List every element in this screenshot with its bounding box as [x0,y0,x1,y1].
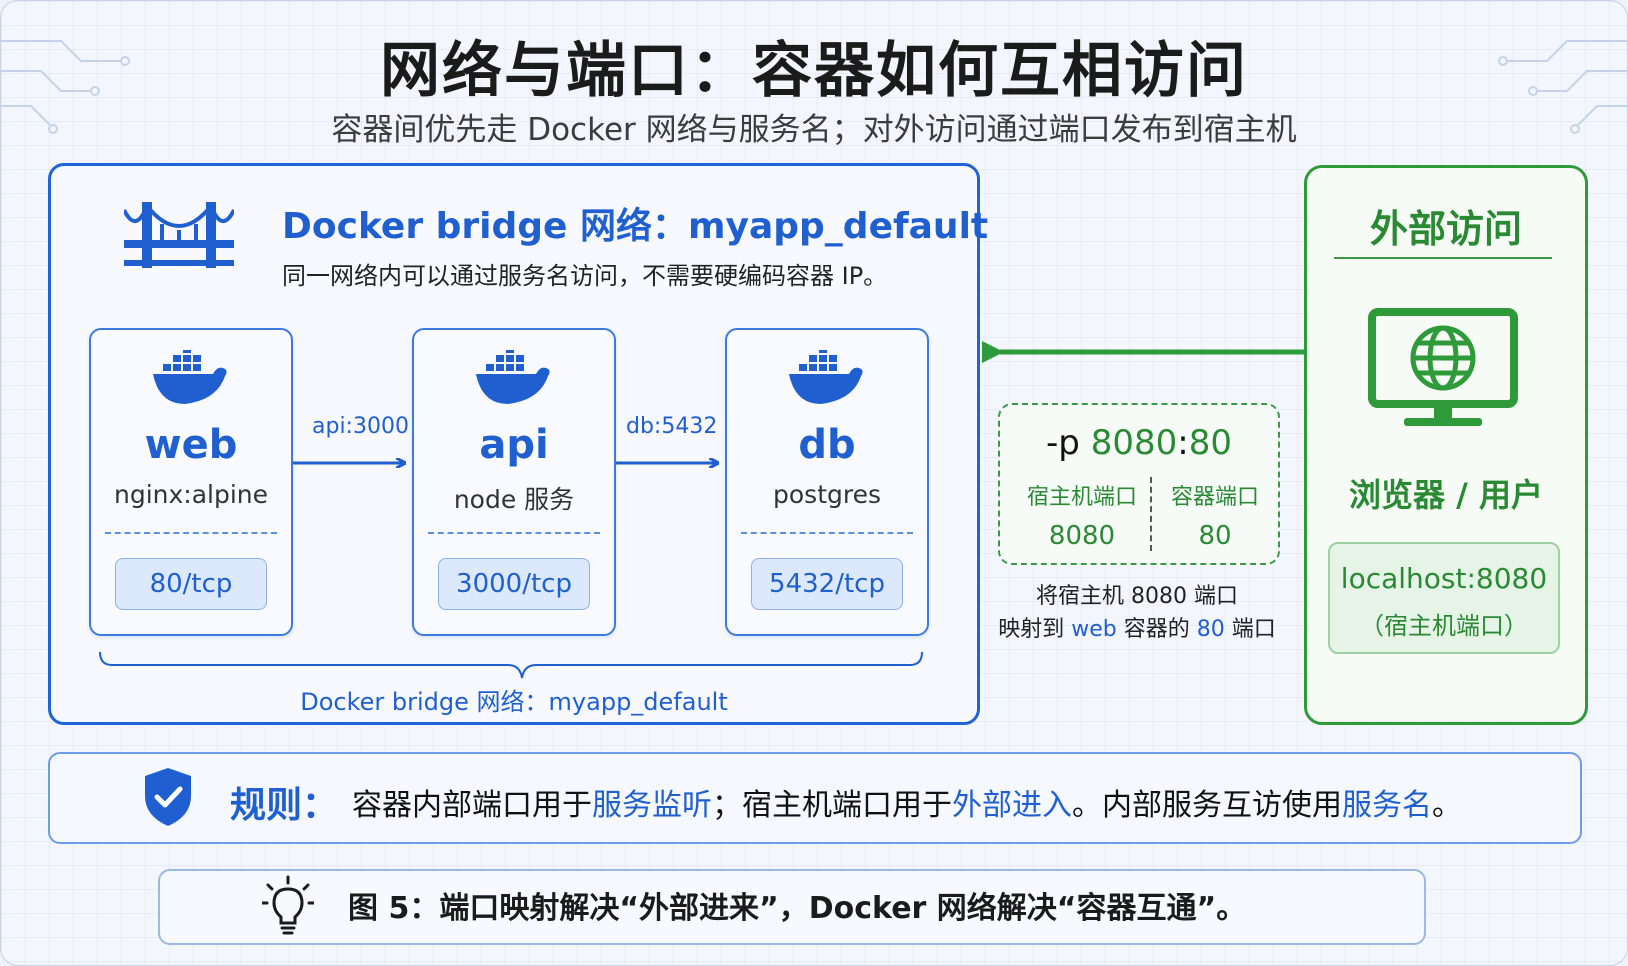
page-subtitle: 容器间优先走 Docker 网络与服务名；对外访问通过端口发布到宿主机 [331,112,1297,148]
external-user-label: 浏览器 / 用户 [1349,476,1543,514]
container-name: db [798,422,856,468]
port-flag-container: 80 [1188,423,1232,463]
external-address: localhost:8080 [1340,562,1548,595]
port-mapping-box: -p 8080:80 宿主机端口 8080 容器端口 80 [998,403,1280,565]
note-text: 容器的 [1116,617,1197,642]
external-title: 外部访问 [1369,207,1522,251]
mapping-note-line2: 映射到 web 容器的 80 端口 [984,611,1290,643]
network-brace-label: Docker bridge 网络：myapp_default [300,688,728,716]
network-title: Docker bridge 网络：myapp_default [282,206,989,247]
column-separator [1150,477,1152,551]
rule-text-part: ；宿主机端口用于 [712,788,952,823]
monitor-globe-icon [1368,308,1518,426]
container-port-badge: 5432/tcp [751,558,903,610]
shield-check-icon [145,768,191,826]
rule-text-part: 容器内部端口用于 [352,788,592,823]
docker-whale-icon [153,350,227,404]
rule-highlight: 外部进入 [952,788,1072,823]
external-address-box: localhost:8080 （宿主机端口） [1328,542,1560,654]
port-flag-host: 8080 [1090,423,1178,463]
rule-label: 规则： [230,785,339,826]
rule-text: 容器内部端口用于服务监听；宿主机端口用于外部进入。内部服务互访使用服务名。 [352,780,1462,824]
divider [741,532,913,534]
container-port-badge: 80/tcp [115,558,267,610]
container-card-web: web nginx:alpine 80/tcp [89,328,293,636]
rule-highlight: 服务名 [1342,788,1432,823]
bridge-icon [124,202,234,268]
rule-text-part: 。 [1432,788,1462,823]
container-port-label: 容器端口 [1170,485,1259,510]
port-flag-option: -p [1046,423,1080,463]
container-name: api [479,422,549,468]
mapping-note-line1: 将宿主机 8080 端口 [1036,584,1238,609]
lightbulb-icon [262,875,314,935]
note-text: 端口 [1224,617,1276,642]
container-image: postgres [773,480,881,509]
docker-whale-icon [476,350,550,404]
rule-bar [48,752,1582,844]
caption-box [158,869,1426,945]
circuit-decoration-right [1498,40,1627,134]
network-description: 同一网络内可以通过服务名访问，不需要硬编码容器 IP。 [282,262,888,290]
port-flag: -p 8080:80 [1000,423,1278,463]
link-label-db: db:5432 [626,414,718,439]
rule-text-part: 。内部服务互访使用 [1072,788,1342,823]
page-title: 网络与端口：容器如何互相访问 [380,36,1248,106]
external-title-underline [1334,257,1552,259]
note-highlight: web [1071,617,1117,642]
rule-highlight: 服务监听 [592,788,712,823]
host-port-label: 宿主机端口 [1026,485,1137,510]
docker-whale-icon [789,350,863,404]
divider [105,532,277,534]
container-image: node 服务 [453,485,575,514]
container-port-badge: 3000/tcp [438,558,590,610]
figure-caption: 图 5：端口映射解决“外部进来”，Docker 网络解决“容器互通”。 [348,891,1247,926]
port-flag-colon: : [1177,423,1189,463]
network-brace [99,651,923,679]
container-card-db: db postgres 5432/tcp [725,328,929,636]
link-label-api: api:3000 [312,414,409,439]
host-port-value: 8080 [1048,521,1116,551]
container-name: web [144,422,238,468]
note-highlight: 80 [1196,617,1225,642]
container-image: nginx:alpine [113,480,269,509]
container-port-column: 容器端口 80 [1156,479,1274,551]
container-card-api: api node 服务 3000/tcp [412,328,616,636]
divider [428,532,600,534]
note-text: 映射到 [998,617,1072,642]
circuit-decoration-left [1,40,130,134]
container-port-value: 80 [1198,521,1232,551]
external-address-note: （宿主机端口） [1360,612,1528,640]
host-port-column: 宿主机端口 8080 [1020,479,1144,551]
